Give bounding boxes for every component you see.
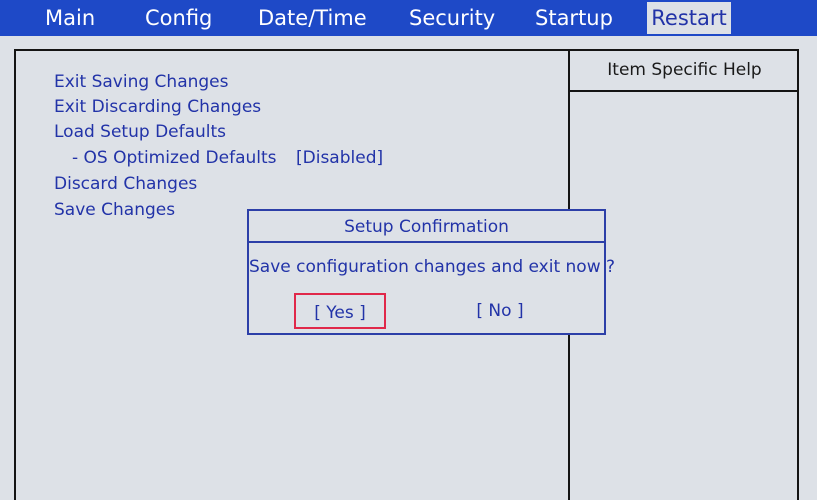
tab-config[interactable]: Config — [145, 6, 213, 30]
dialog-title: Setup Confirmation — [249, 211, 604, 243]
menu-item-save-changes[interactable]: Save Changes — [54, 200, 176, 220]
tab-main[interactable]: Main — [45, 6, 96, 30]
tab-date-time[interactable]: Date/Time — [258, 6, 367, 30]
yes-button[interactable]: [ Yes ] — [294, 293, 386, 329]
menu-item-exit-discarding-changes[interactable]: Exit Discarding Changes — [54, 97, 262, 117]
menu-item-exit-saving-changes[interactable]: Exit Saving Changes — [54, 72, 229, 92]
os-optimized-defaults-value[interactable]: [Disabled] — [296, 148, 384, 168]
main-frame — [14, 49, 799, 500]
help-separator — [568, 90, 799, 92]
no-button[interactable]: [ No ] — [476, 301, 524, 321]
help-panel-title: Item Specific Help — [607, 60, 762, 80]
dialog-message: Save configuration changes and exit now … — [249, 257, 616, 277]
menu-item-os-optimized-defaults[interactable]: - OS Optimized Defaults — [72, 148, 277, 168]
menu-item-load-setup-defaults[interactable]: Load Setup Defaults — [54, 122, 227, 142]
menu-bar: Main Config Date/Time Security Startup R… — [0, 0, 817, 36]
tab-startup[interactable]: Startup — [535, 6, 613, 30]
menu-item-discard-changes[interactable]: Discard Changes — [54, 174, 198, 194]
tab-restart[interactable]: Restart — [647, 2, 731, 34]
tab-security[interactable]: Security — [409, 6, 496, 30]
setup-confirmation-dialog: Setup Confirmation Save configuration ch… — [247, 209, 616, 335]
